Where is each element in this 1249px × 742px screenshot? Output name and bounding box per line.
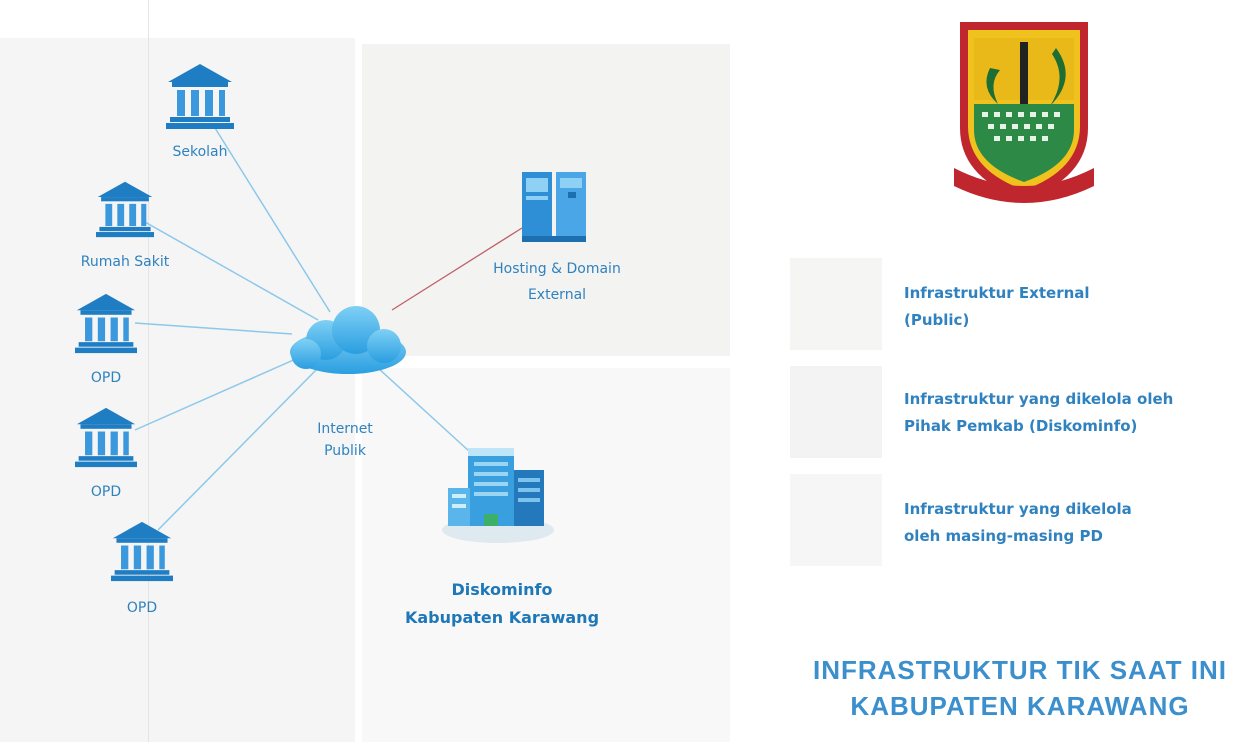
cloud-label-line-1: Internet [317, 421, 373, 437]
node-opd-3: OPD [102, 520, 182, 616]
legend-external-line-1: Infrastruktur External [904, 284, 1090, 302]
legend-swatch-diskominfo [790, 366, 882, 458]
legend-text-diskominfo: Infrastruktur yang dikelola oleh Pihak P… [904, 386, 1173, 440]
link-opd-3 [157, 365, 321, 531]
legend-diskominfo-line-1: Infrastruktur yang dikelola oleh [904, 390, 1174, 408]
link-sekolah [214, 127, 331, 313]
divider-line [148, 0, 149, 742]
diskominfo-label-line-2: Kabupaten Karawang [404, 608, 600, 627]
kabupaten-karawang-logo [954, 22, 1094, 203]
node-label-opd-3: OPD [126, 600, 158, 616]
legend-pd-line-2: oleh masing-masing PD [904, 527, 1103, 545]
institution-building-icon [75, 293, 137, 354]
institution-building-icon [96, 181, 154, 238]
institution-building-icon [75, 407, 137, 468]
server-icon [522, 172, 586, 242]
legend-text-external: Infrastruktur External (Public) [904, 280, 1090, 334]
node-label-rumah-sakit: Rumah Sakit [80, 254, 170, 270]
diskominfo-label: Diskominfo Kabupaten Karawang [372, 576, 632, 632]
institution-building-icon [166, 64, 234, 129]
node-label-opd-2: OPD [90, 484, 122, 500]
zone-diskominfo [362, 368, 730, 742]
institution-building-icon [111, 521, 173, 582]
hosting-label-line-2: External [527, 287, 587, 303]
link-diskominfo [377, 367, 471, 453]
cloud-label-line-2: Publik [324, 443, 366, 459]
node-label-sekolah: Sekolah [172, 144, 228, 160]
legend-diskominfo-line-2: Pihak Pemkab (Diskominfo) [904, 417, 1138, 435]
title-line-1: INFRASTRUKTUR TIK SAAT INI [812, 655, 1228, 685]
legend-swatch-external [790, 258, 882, 350]
link-opd-1 [134, 322, 293, 335]
node-opd-1: OPD [66, 292, 146, 386]
cloud-label: Internet Publik [300, 418, 390, 462]
link-hosting [391, 227, 523, 311]
legend-pd-line-1: Infrastruktur yang dikelola [904, 500, 1132, 518]
hosting-label-line-1: Hosting & Domain [493, 261, 621, 277]
node-sekolah: Sekolah [160, 62, 240, 160]
diskominfo-label-line-1: Diskominfo [451, 580, 553, 599]
legend-external-line-2: (Public) [904, 311, 970, 329]
title-line-2: KABUPATEN KARAWANG [850, 691, 1190, 721]
page-title: INFRASTRUKTUR TIK SAAT INI KABUPATEN KAR… [795, 652, 1245, 724]
office-building-icon [442, 448, 554, 543]
hosting-label: Hosting & Domain External [452, 256, 662, 308]
node-label-opd-1: OPD [90, 370, 122, 386]
node-opd-2: OPD [66, 406, 146, 500]
legend-text-pd: Infrastruktur yang dikelola oleh masing-… [904, 496, 1132, 550]
node-rumah-sakit: Rumah Sakit [70, 180, 180, 270]
link-rumah-sakit [144, 221, 319, 321]
legend-swatch-pd [790, 474, 882, 566]
cloud-icon [290, 306, 406, 374]
link-opd-2 [134, 357, 299, 431]
